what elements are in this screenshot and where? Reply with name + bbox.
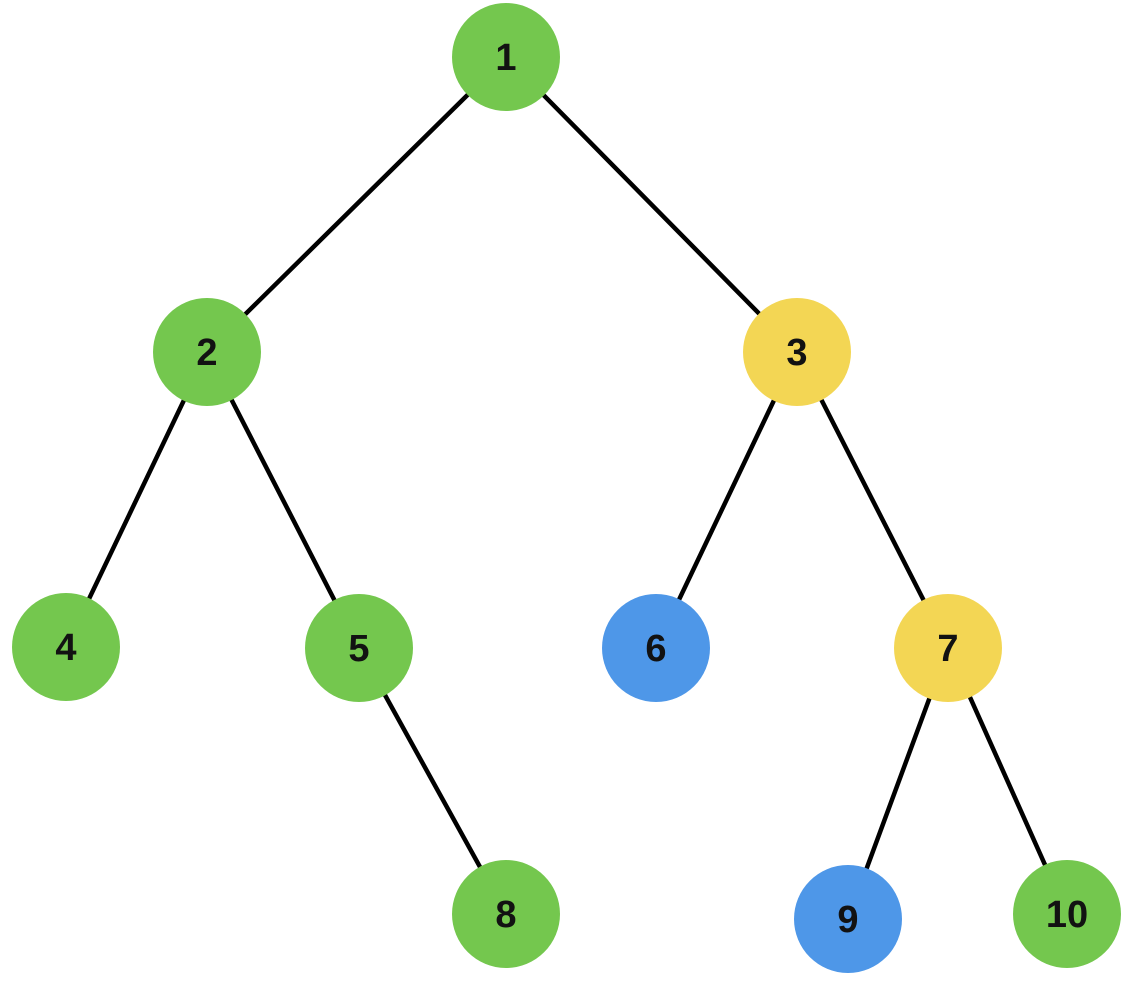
node-label-6: 6: [645, 628, 666, 670]
tree-node-1: 1: [452, 3, 560, 111]
node-label-10: 10: [1046, 894, 1088, 936]
node-label-3: 3: [786, 332, 807, 374]
node-label-9: 9: [837, 899, 858, 941]
node-circle-6: [602, 594, 710, 702]
tree-node-2: 2: [153, 298, 261, 406]
tree-edge-2-5: [204, 349, 362, 651]
node-label-8: 8: [495, 894, 516, 936]
node-circle-8: [452, 860, 560, 968]
node-label-1: 1: [495, 37, 516, 79]
node-label-5: 5: [348, 628, 369, 670]
node-circle-2: [153, 298, 261, 406]
tree-edge-3-7: [794, 349, 951, 651]
node-label-2: 2: [196, 332, 217, 374]
tree-edge-1-3: [503, 54, 800, 355]
node-circle-9: [794, 865, 902, 973]
tree-node-9: 9: [794, 865, 902, 973]
tree-node-7: 7: [894, 594, 1002, 702]
tree-node-5: 5: [305, 594, 413, 702]
tree-edge-2-4: [63, 349, 210, 650]
tree-node-10: 10: [1013, 860, 1121, 968]
tree-edge-3-6: [653, 349, 800, 651]
node-circle-10: [1013, 860, 1121, 968]
node-circle-4: [12, 593, 120, 701]
tree-node-3: 3: [743, 298, 851, 406]
tree-edge-1-2: [204, 54, 509, 355]
node-circle-1: [452, 3, 560, 111]
node-label-4: 4: [55, 627, 76, 669]
node-circle-3: [743, 298, 851, 406]
node-circle-5: [305, 594, 413, 702]
node-circle-7: [894, 594, 1002, 702]
tree-node-6: 6: [602, 594, 710, 702]
tree-node-8: 8: [452, 860, 560, 968]
node-label-7: 7: [937, 628, 958, 670]
tree-node-4: 4: [12, 593, 120, 701]
